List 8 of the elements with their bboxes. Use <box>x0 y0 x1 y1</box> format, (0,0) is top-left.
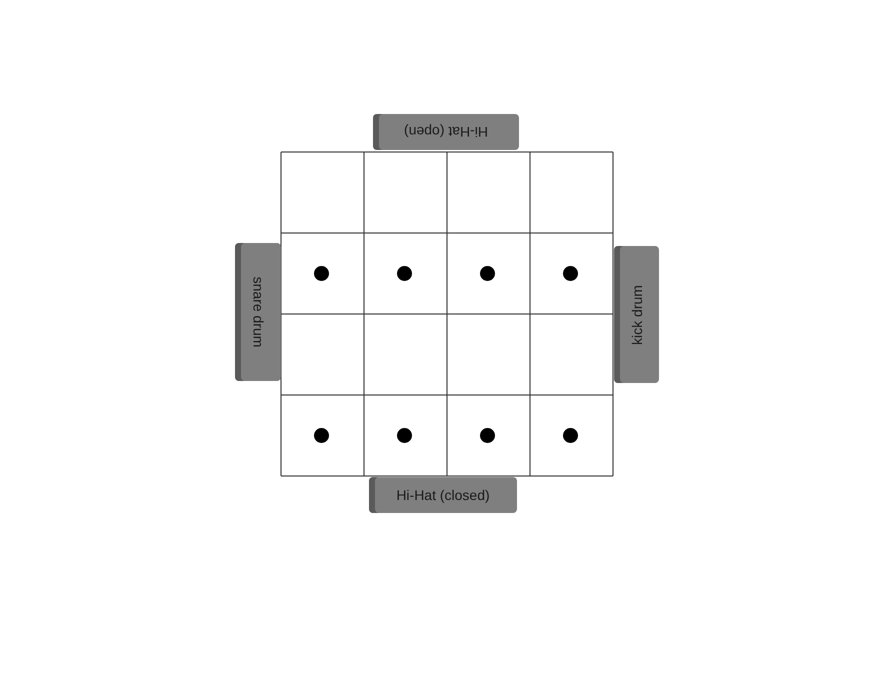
instrument-label: kick drum <box>628 284 644 344</box>
instrument-label: snare drum <box>250 276 266 348</box>
instrument-tab <box>369 477 517 513</box>
instrument-label: Hi-Hat (open) <box>404 124 488 140</box>
instrument-tab <box>235 243 281 381</box>
instrument-tab <box>373 114 519 150</box>
instrument-tab <box>614 246 659 383</box>
instrument-label: Hi-Hat (closed) <box>396 487 490 503</box>
